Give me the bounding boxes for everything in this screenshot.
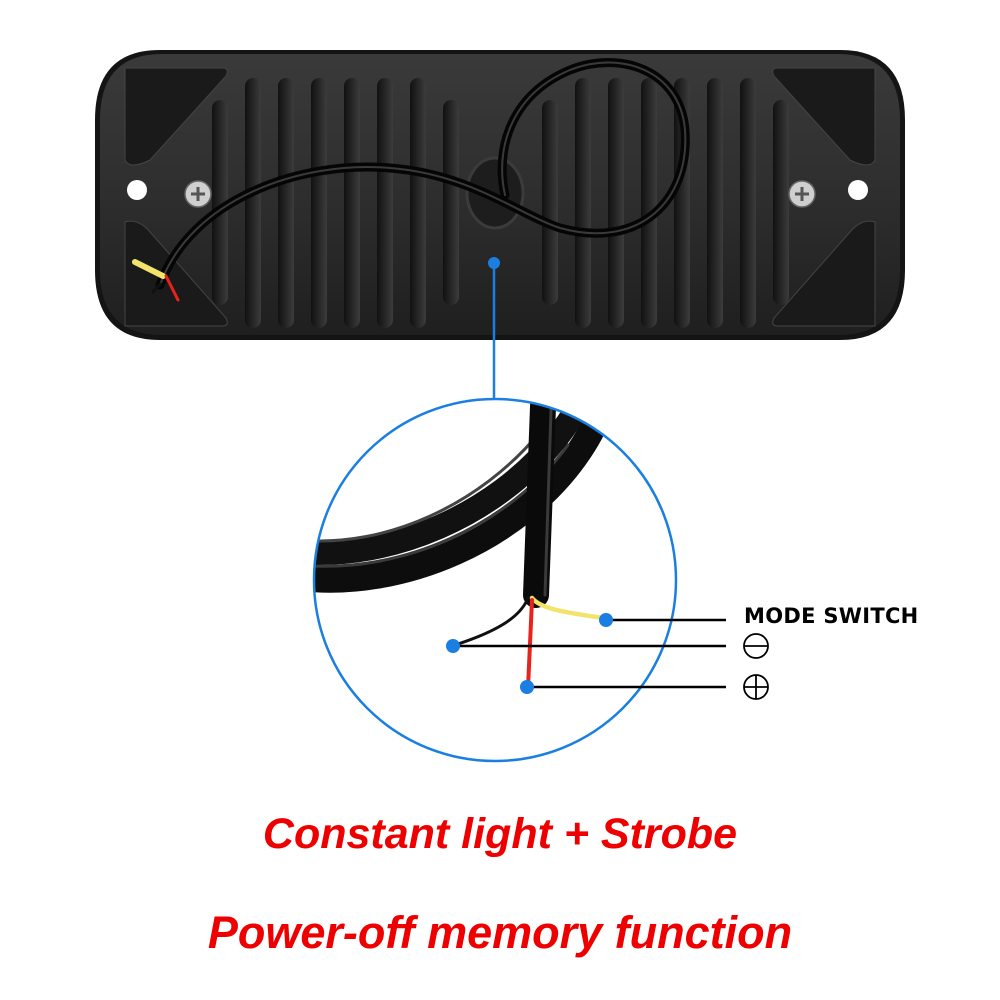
magnified-wire-view <box>312 397 678 763</box>
mounting-hole-left <box>127 180 147 200</box>
corner-brackets <box>124 67 876 327</box>
light-housing <box>95 50 905 340</box>
screw-right-icon <box>788 180 816 208</box>
wire-yellow <box>529 595 607 621</box>
caption-power-off-memory: Power-off memory function <box>207 907 793 958</box>
screw-left-icon <box>184 180 212 208</box>
callout-dot-positive <box>520 680 534 694</box>
wire-red <box>526 598 534 690</box>
caption-constant-strobe: Constant light + Strobe <box>262 810 738 858</box>
wire-black <box>453 596 530 647</box>
positive-terminal-icon <box>743 674 769 700</box>
callout-leader <box>488 257 500 399</box>
cable <box>132 58 690 302</box>
mounting-hole-right <box>848 180 868 200</box>
callout-dot-mode-switch <box>599 613 613 627</box>
mode-switch-label: MODE SWITCH <box>744 604 919 628</box>
cooling-slots <box>212 78 789 328</box>
negative-terminal-icon <box>743 633 769 659</box>
wire-callouts <box>446 613 769 700</box>
callout-dot-negative <box>446 639 460 653</box>
